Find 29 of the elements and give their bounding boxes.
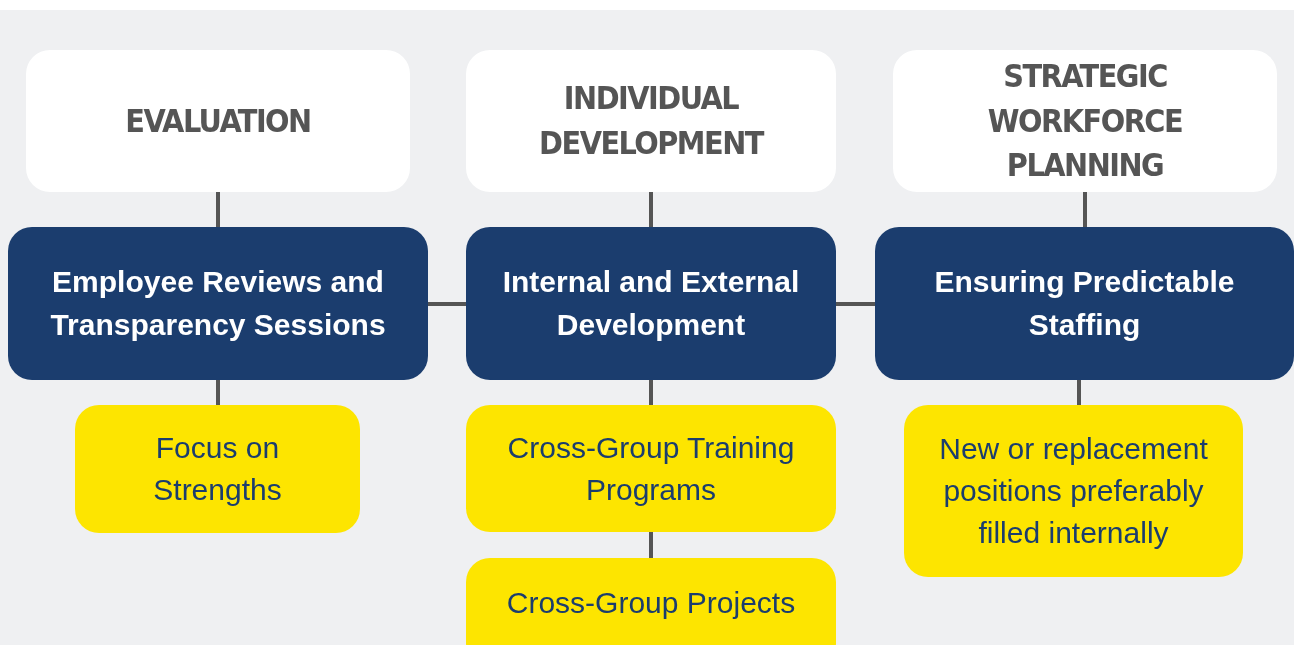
connector-line (1083, 192, 1087, 227)
connector-line (1077, 380, 1081, 405)
connector-line (836, 302, 875, 306)
connector-line (428, 302, 466, 306)
category-header-box (466, 50, 836, 192)
practice-box (8, 227, 428, 380)
box-label: STRATEGIC WORKFORCE PLANNING (986, 55, 1184, 187)
connector-line (216, 192, 220, 227)
box-label: Focus on Strengths (152, 430, 283, 508)
measure-box (466, 558, 836, 645)
box-label: INDIVIDUAL DEVELOPMENT (538, 78, 765, 164)
connector-line (649, 192, 653, 227)
practice-box (466, 227, 836, 380)
box-label: New or replacement positions preferably filled internally (938, 431, 1209, 551)
box-label: Internal and External Development (501, 263, 801, 343)
measure-box (75, 405, 360, 533)
category-header-box (893, 50, 1277, 192)
measure-box (904, 405, 1243, 577)
measure-box (466, 405, 836, 532)
connector-line (216, 380, 220, 405)
box-label: Ensuring Predictable Staffing (933, 263, 1236, 343)
box-label: EVALUATION (125, 100, 311, 142)
category-header-box (26, 50, 410, 192)
connector-line (649, 532, 653, 558)
connector-line (649, 380, 653, 405)
box-label: Employee Reviews and Transparency Sessions (49, 263, 387, 343)
box-label: Cross-Group Training Programs (506, 429, 796, 508)
practice-box (875, 227, 1294, 380)
box-label: Cross-Group Projects (506, 585, 796, 621)
